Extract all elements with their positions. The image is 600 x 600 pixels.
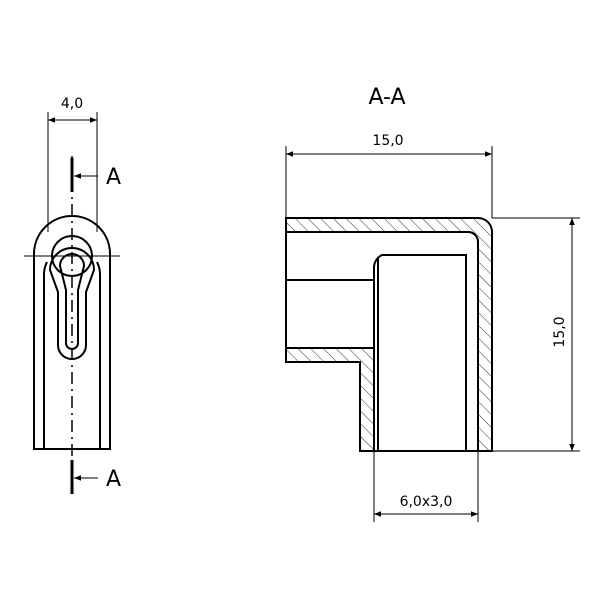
- section-label-top: A: [106, 165, 121, 190]
- front-inner-outline: [42, 261, 48, 449]
- section-inner-channel: [285, 231, 479, 452]
- section-mark-bottom: A: [70, 460, 121, 494]
- section-height-dimension: 15,0: [492, 217, 580, 452]
- section-title: A-A: [368, 85, 405, 110]
- front-view: 4,0 A A: [24, 96, 121, 494]
- section-label-bottom: A: [106, 467, 121, 492]
- front-width-dimension: 4,0: [47, 96, 98, 232]
- front-keyhole-slot: [48, 247, 96, 360]
- front-width-label: 4,0: [61, 96, 83, 112]
- section-opening-dimension: 6,0x3,0: [373, 451, 479, 522]
- section-mark-top: A: [70, 158, 121, 192]
- section-height-label: 15,0: [552, 316, 568, 347]
- section-opening-label: 6,0x3,0: [400, 494, 453, 510]
- section-top-width-dimension: 15,0: [285, 133, 493, 218]
- section-top-width-label: 15,0: [372, 133, 403, 149]
- section-view: A-A 15,0 15,0 6,0x3,0: [285, 85, 580, 522]
- front-outer-body: [33, 215, 111, 450]
